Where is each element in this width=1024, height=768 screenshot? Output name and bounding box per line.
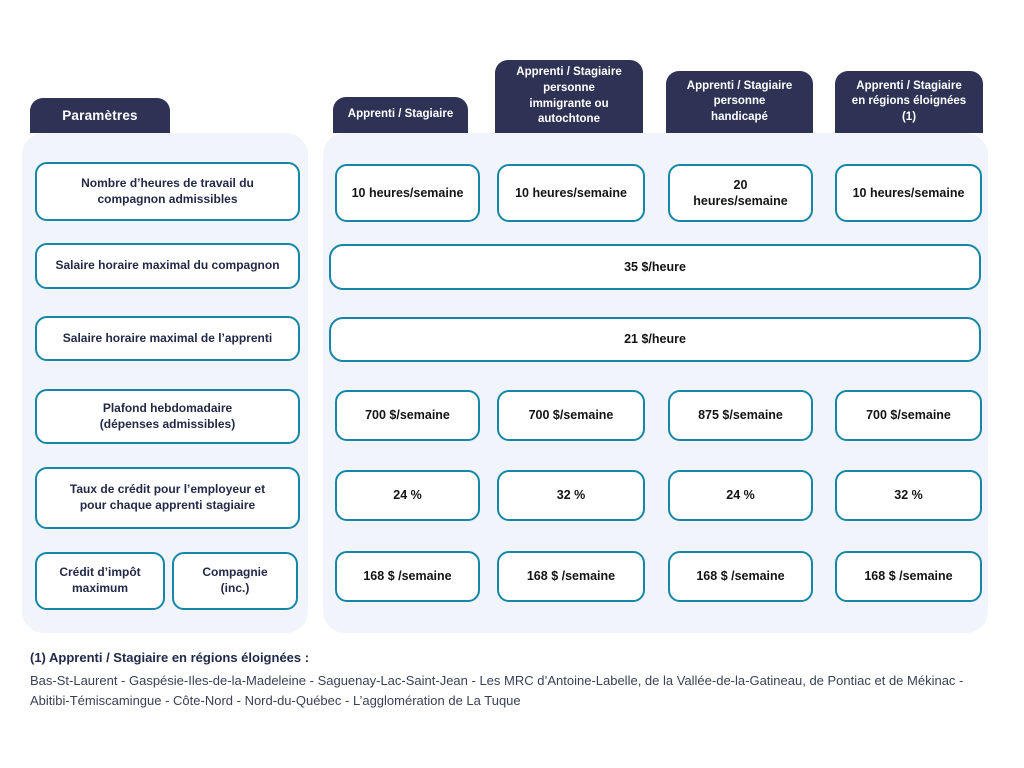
value-label: 10 heures/semaine (852, 185, 965, 200)
value-label: 168 $ /semaine (526, 569, 616, 584)
value-cell-plafond-col4: 700 $/semaine (835, 390, 982, 441)
parameters-tab: Paramètres (30, 98, 170, 133)
value-label: 24 % (726, 488, 755, 503)
footnote-text: Bas-St-Laurent - Gaspésie-Iles-de-la-Mad… (30, 673, 964, 709)
value-label: 24 % (393, 488, 422, 503)
value-cell-salaire-compagnon-span: 35 $/heure (329, 244, 981, 290)
value-cell-taux-col2: 32 % (497, 470, 645, 521)
value-label: 21 $/heure (624, 332, 686, 347)
param-box-compagnie-inc: Compagnie(inc.) (172, 552, 298, 610)
value-cell-taux-col1: 24 % (335, 470, 480, 521)
param-box-salaire-compagnon: Salaire horaire maximal du compagnon (35, 243, 300, 289)
value-cell-plafond-col3: 875 $/semaine (668, 390, 813, 441)
param-label: Salaire horaire maximal du compagnon (55, 258, 280, 273)
value-label: 875 $/semaine (698, 408, 783, 423)
column-header-apprenti-stagiaire: Apprenti / Stagiaire (333, 97, 468, 133)
value-cell-credit-col3: 168 $ /semaine (668, 551, 813, 602)
value-label: 10 heures/semaine (515, 185, 627, 200)
param-label: Compagnie(inc.) (202, 565, 268, 595)
value-cell-plafond-col1: 700 $/semaine (335, 390, 480, 441)
value-cell-taux-col4: 32 % (835, 470, 982, 521)
column-header-label: Apprenti / Stagiaire (347, 108, 454, 121)
value-label: 700 $/semaine (365, 408, 450, 423)
value-cell-credit-col1: 168 $ /semaine (335, 551, 480, 602)
value-label: 10 heures/semaine (351, 185, 464, 200)
value-label: 700 $/semaine (866, 408, 951, 423)
value-cell-credit-col4: 168 $ /semaine (835, 551, 982, 602)
value-label: 168 $ /semaine (864, 569, 953, 584)
value-cell-taux-col3: 24 % (668, 470, 813, 521)
value-label: 168 $ /semaine (363, 569, 452, 584)
value-label: 35 $/heure (624, 259, 686, 274)
footnote-title: (1) Apprenti / Stagiaire en régions éloi… (30, 650, 310, 665)
value-cell-heures-col4: 10 heures/semaine (835, 164, 982, 222)
value-cell-heures-col1: 10 heures/semaine (335, 164, 480, 222)
param-box-salaire-apprenti: Salaire horaire maximal de l’apprenti (35, 316, 300, 361)
value-cell-heures-col2: 10 heures/semaine (497, 164, 645, 222)
param-box-plafond-hebdomadaire: Plafond hebdomadaire(dépenses admissible… (35, 389, 300, 444)
value-label: 32 % (556, 488, 586, 503)
param-label: Plafond hebdomadaire(dépenses admissible… (99, 400, 236, 431)
parameters-tab-label: Paramètres (62, 108, 138, 123)
value-label: 32 % (894, 488, 923, 503)
value-cell-plafond-col2: 700 $/semaine (497, 390, 645, 441)
value-label: 168 $ /semaine (696, 569, 785, 584)
value-label: 700 $/semaine (528, 408, 614, 423)
value-cell-credit-col2: 168 $ /semaine (497, 551, 645, 602)
value-cell-salaire-apprenti-span: 21 $/heure (329, 317, 981, 362)
param-label: Salaire horaire maximal de l’apprenti (62, 330, 273, 345)
